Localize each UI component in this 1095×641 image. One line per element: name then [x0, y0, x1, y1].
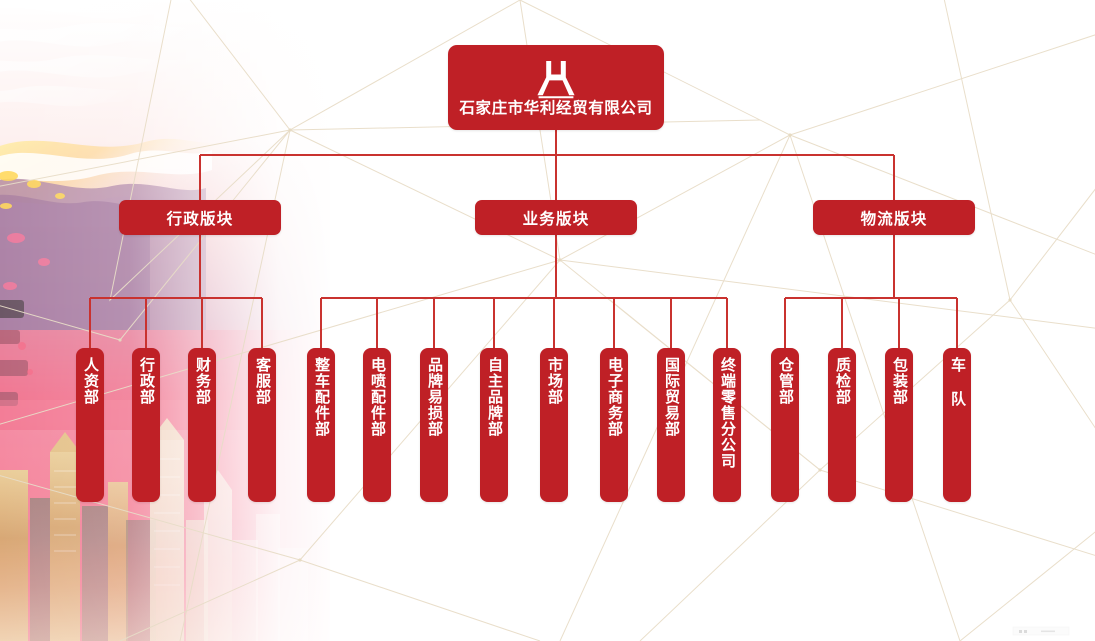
dept-label-hr: 人资部 — [81, 357, 99, 405]
section-label-business: 业务版块 — [522, 210, 590, 228]
dept-label-marketing: 市场部 — [545, 357, 563, 405]
dept-node-own-brand[interactable]: 自主品牌部 — [480, 348, 508, 502]
dept-node-packaging[interactable]: 包装部 — [885, 348, 913, 502]
dept-label-quality-inspection: 质检部 — [833, 357, 851, 405]
dept-label-vehicle-parts: 整车配件部 — [312, 357, 330, 437]
dept-node-administration[interactable]: 行政部 — [132, 348, 160, 502]
dept-node-fleet[interactable]: 车 队 — [943, 348, 971, 502]
section-node-logistics[interactable]: 物流版块 — [813, 200, 975, 235]
dept-label-ecommerce: 电子商务部 — [605, 357, 623, 437]
dept-node-hr[interactable]: 人资部 — [76, 348, 104, 502]
huali-logo-icon — [537, 60, 575, 98]
dept-node-terminal-retail-branch[interactable]: 终端零售分公司 — [713, 348, 741, 502]
background-fade-overlay — [0, 0, 340, 641]
dept-label-terminal-retail-branch: 终端零售分公司 — [718, 357, 736, 469]
section-label-administration: 行政版块 — [166, 210, 234, 228]
dept-label-customer-service: 客服部 — [253, 357, 271, 405]
dept-label-efi-parts: 电喷配件部 — [368, 357, 386, 437]
dept-label-finance: 财务部 — [193, 357, 211, 405]
dept-node-brand-wear-parts[interactable]: 品牌易损部 — [420, 348, 448, 502]
dept-node-ecommerce[interactable]: 电子商务部 — [600, 348, 628, 502]
dept-node-international-trade[interactable]: 国际贸易部 — [657, 348, 685, 502]
dept-node-customer-service[interactable]: 客服部 — [248, 348, 276, 502]
dept-node-marketing[interactable]: 市场部 — [540, 348, 568, 502]
section-node-business[interactable]: 业务版块 — [475, 200, 637, 235]
dept-label-brand-wear-parts: 品牌易损部 — [425, 357, 443, 437]
dept-label-own-brand: 自主品牌部 — [485, 357, 503, 437]
section-node-administration[interactable]: 行政版块 — [119, 200, 281, 235]
dept-label-packaging: 包装部 — [890, 357, 908, 405]
corner-artifact-mark — [1012, 626, 1070, 636]
dept-node-quality-inspection[interactable]: 质检部 — [828, 348, 856, 502]
dept-node-finance[interactable]: 财务部 — [188, 348, 216, 502]
dept-node-efi-parts[interactable]: 电喷配件部 — [363, 348, 391, 502]
dept-node-warehouse[interactable]: 仓管部 — [771, 348, 799, 502]
dept-label-warehouse: 仓管部 — [776, 357, 794, 405]
section-label-logistics: 物流版块 — [860, 210, 928, 228]
root-node-label: 石家庄市华利经贸有限公司 — [459, 99, 653, 117]
dept-label-administration: 行政部 — [137, 357, 155, 405]
background-cityscape-photo — [0, 0, 330, 641]
dept-label-international-trade: 国际贸易部 — [662, 357, 680, 437]
root-node-company[interactable]: 石家庄市华利经贸有限公司 — [448, 45, 664, 130]
dept-node-vehicle-parts[interactable]: 整车配件部 — [307, 348, 335, 502]
dept-label-fleet: 车 队 — [948, 357, 966, 407]
